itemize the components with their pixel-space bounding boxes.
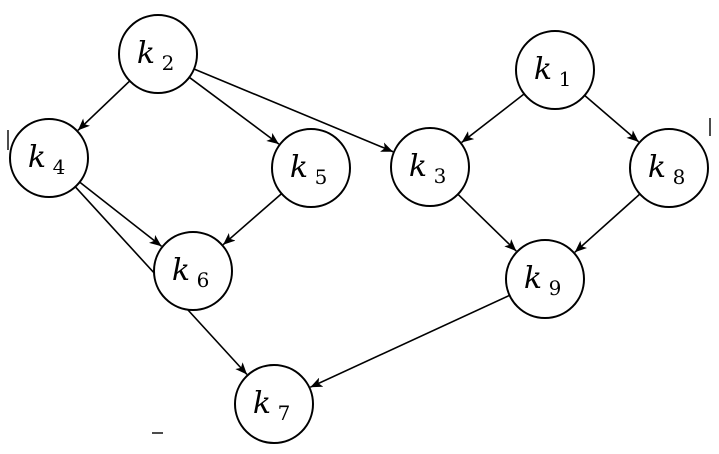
node-label-k3: k xyxy=(409,149,427,184)
node-subscript-k7: 7 xyxy=(278,401,291,425)
node-circle-k5 xyxy=(271,128,351,208)
node-label-k7: k xyxy=(253,386,271,421)
node-subscript-k9: 9 xyxy=(549,276,562,300)
edge-k2-k5 xyxy=(188,76,280,145)
edge-k3-k9 xyxy=(457,193,517,252)
node-label-k6: k xyxy=(172,253,190,288)
edge-k2-k3 xyxy=(193,68,394,153)
node-subscript-k8: 8 xyxy=(673,165,686,189)
edge-k5-k6 xyxy=(222,192,283,246)
node-subscript-k4: 4 xyxy=(53,155,66,179)
node-subscript-k1: 1 xyxy=(559,67,572,91)
node-circle-k3 xyxy=(390,127,470,207)
node-circle-k4 xyxy=(9,118,89,198)
edge-k4-k6 xyxy=(79,181,162,247)
edge-k2-k4 xyxy=(77,80,131,131)
node-circle-k7 xyxy=(234,364,314,444)
node-circle-k2 xyxy=(118,14,198,94)
node-label-k8: k xyxy=(648,150,666,185)
node-subscript-k6: 6 xyxy=(197,268,210,292)
edge-k8-k9 xyxy=(574,193,641,253)
edge-k9-k7 xyxy=(309,294,510,388)
node-circle-k9 xyxy=(505,239,585,319)
node-label-k1: k xyxy=(534,52,552,87)
node-circle-k1 xyxy=(515,30,595,110)
edge-k1-k3 xyxy=(461,93,525,144)
node-label-k4: k xyxy=(28,140,46,175)
node-subscript-k3: 3 xyxy=(434,164,447,188)
node-circle-k8 xyxy=(629,128,709,208)
node-circle-k6 xyxy=(153,231,233,311)
edge-k1-k8 xyxy=(584,94,640,143)
node-subscript-k5: 5 xyxy=(315,165,328,189)
node-subscript-k2: 2 xyxy=(162,51,175,75)
edges-layer xyxy=(74,68,641,388)
node-label-k2: k xyxy=(137,36,155,71)
node-label-k5: k xyxy=(290,150,308,185)
node-label-k9: k xyxy=(524,261,542,296)
